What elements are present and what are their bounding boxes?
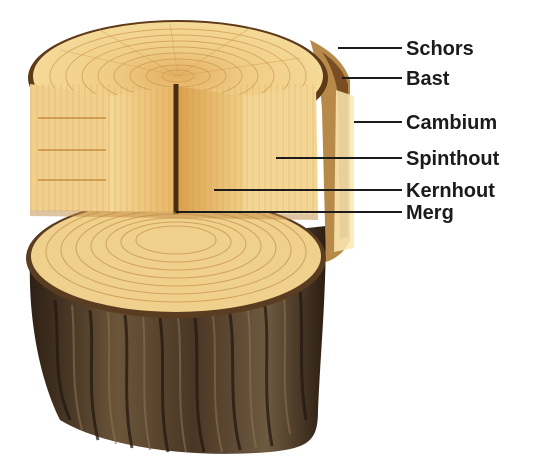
label-schors: Schors	[406, 38, 474, 60]
label-kernhout: Kernhout	[406, 180, 495, 202]
label-cambium: Cambium	[406, 112, 497, 134]
cutaway-faces	[30, 84, 318, 220]
label-spinthout: Spinthout	[406, 148, 500, 170]
label-merg: Merg	[406, 202, 454, 224]
labels: Schors Bast Cambium Spinthout Kernhout M…	[406, 38, 500, 224]
label-bast: Bast	[406, 68, 450, 90]
